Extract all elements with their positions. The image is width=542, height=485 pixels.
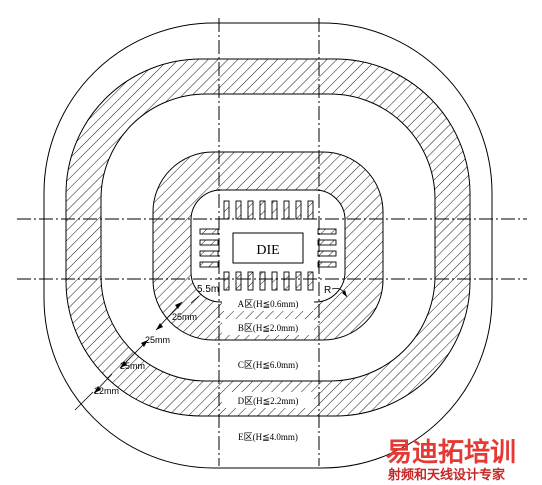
die-box [232, 232, 304, 264]
chip-pin-top [259, 200, 266, 220]
chip-pin-left [199, 228, 219, 235]
zone-d-label: D区(H≦2.2mm) [238, 396, 299, 406]
chip-pin-bottom [235, 271, 242, 291]
dim-25mm-1: 25mm [172, 312, 197, 322]
zone-c-label: C区(H≦6.0mm) [238, 360, 298, 370]
watermark-slogan: 射频和天线设计专家 [387, 467, 506, 483]
chip-pin-right [317, 261, 337, 268]
dim-5-5: 5.5m [197, 284, 219, 295]
zone-a-label: A区(H≦0.6mm) [238, 299, 299, 309]
chip-pin-bottom [223, 271, 230, 291]
chip-pin-bottom [259, 271, 266, 291]
dim-22mm: 22mm [94, 386, 119, 396]
chip-pin-bottom [295, 271, 302, 291]
dim-25mm-2: 25mm [145, 335, 170, 345]
chip-pin-right [317, 228, 337, 235]
chip-pin-bottom [283, 271, 290, 291]
chip-pins-left [199, 228, 219, 268]
die-label: DIE [256, 243, 279, 258]
chip-pin-left [199, 250, 219, 257]
zone-b-label: B区(H≦2.0mm) [238, 323, 298, 333]
chip-pin-top [247, 200, 254, 220]
chip-pin-right [317, 250, 337, 257]
chip-pin-top [271, 200, 278, 220]
chip-pin-top [283, 200, 290, 220]
chip-pin-left [199, 261, 219, 268]
chip-pin-top [223, 200, 230, 220]
chip-pin-top [295, 200, 302, 220]
chip-pin-bottom [307, 271, 314, 291]
chip-pin-left [199, 239, 219, 246]
zone-e-label: E区(H≦4.0mm) [238, 432, 298, 442]
chip-pin-bottom [247, 271, 254, 291]
watermark-brand: 易迪拓培训 [386, 438, 516, 468]
chip-pin-right [317, 239, 337, 246]
dim-radius: R [324, 285, 331, 296]
chip-pins-right [317, 228, 337, 268]
watermark-logo: 易迪拓培训 射频和天线设计专家 [386, 438, 516, 483]
chip-pin-bottom [271, 271, 278, 291]
chip-pin-top [307, 200, 314, 220]
chip-pin-top [235, 200, 242, 220]
dim-25mm-3: 25mm [120, 361, 145, 371]
chip-pins-bottom [223, 271, 314, 291]
chip-pins-top [223, 200, 314, 220]
dimension-arrowheads [94, 290, 347, 393]
zone-d-ring [65, 58, 471, 417]
